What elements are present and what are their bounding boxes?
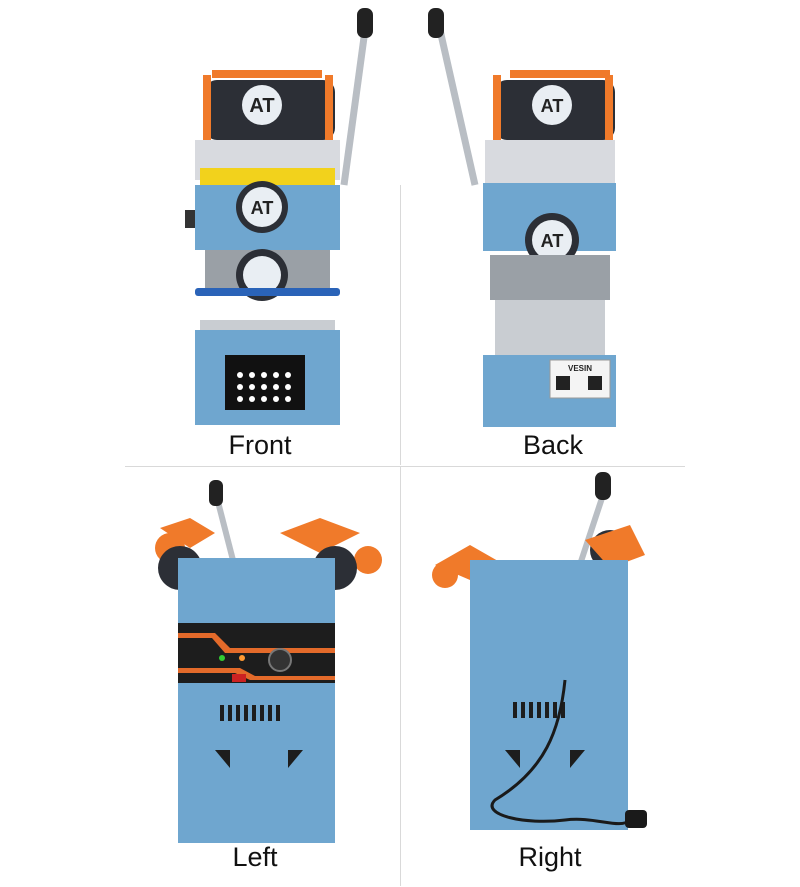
svg-text:AT: AT <box>541 231 564 251</box>
horizontal-divider <box>125 466 685 467</box>
caption-back: Back <box>522 430 584 460</box>
vertical-divider-top <box>400 185 401 465</box>
left-view-machine <box>155 480 382 843</box>
vertical-divider-bottom <box>400 466 401 886</box>
right-view-machine <box>432 472 647 830</box>
caption-right: Right <box>518 842 582 872</box>
svg-text:AT: AT <box>251 198 274 218</box>
back-view-machine: AT AT VESIN <box>428 8 616 427</box>
back-brand-text: VESIN <box>568 364 592 373</box>
front-view-machine: AT AT <box>185 8 373 425</box>
caption-left: Left <box>232 842 278 872</box>
caption-front: Front <box>228 430 292 460</box>
svg-text:AT: AT <box>541 96 564 116</box>
svg-text:AT: AT <box>249 95 274 117</box>
